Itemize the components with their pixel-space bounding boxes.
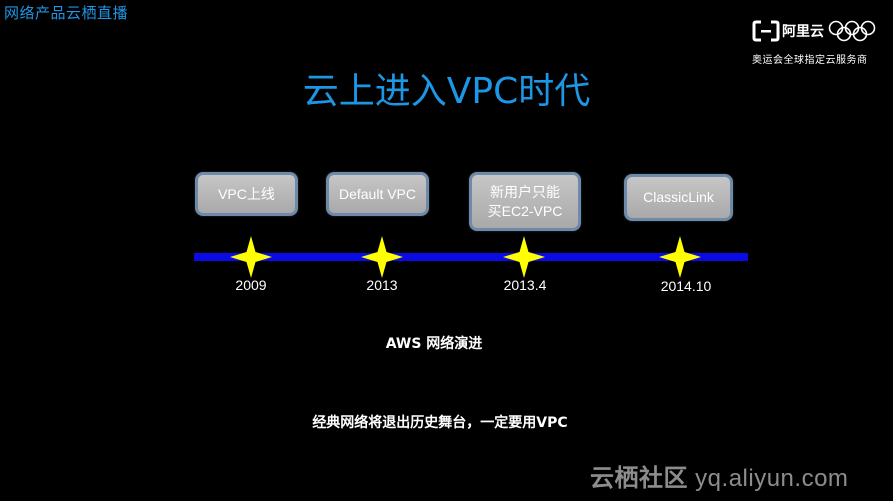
year-label: 2013: [366, 277, 398, 293]
aliyun-logo-icon: [752, 20, 780, 42]
milestone-box-ec2-vpc: 新用户只能买EC2-VPC: [469, 172, 581, 231]
watermark: 云栖社区 yq.aliyun.com: [590, 458, 848, 493]
milestone-box-default-vpc: Default VPC: [326, 172, 429, 216]
year-label: 2014.10: [660, 278, 712, 294]
milestone-label: ClassicLink: [643, 189, 714, 205]
star-marker: [659, 236, 701, 278]
caption-aws-evolution: AWS 网络演进: [385, 336, 483, 352]
year-label: 2009: [235, 277, 267, 293]
brand-name: 阿里云: [782, 24, 824, 40]
brand-subtitle: 奥运会全球指定云服务商: [752, 55, 868, 66]
timeline-line: [194, 253, 748, 261]
year-label: 2013.4: [503, 277, 547, 293]
channel-label: 网络产品云栖直播: [4, 4, 129, 22]
milestone-label: VPC上线: [218, 185, 275, 202]
milestone-label: 新用户只能买EC2-VPC: [487, 183, 563, 219]
brand-row: 阿里云: [752, 16, 882, 46]
watermark-cn: 云栖社区: [590, 464, 688, 492]
milestone-box-classiclink: ClassicLink: [624, 174, 733, 221]
milestone-box-vpc-launch: VPC上线: [195, 172, 298, 216]
star-marker: [361, 236, 403, 278]
star-marker: [503, 236, 545, 278]
star-marker: [230, 236, 272, 278]
slide-title: 云上进入VPC时代: [302, 71, 591, 112]
olympic-rings-icon: [828, 20, 876, 42]
milestone-label: Default VPC: [338, 185, 417, 202]
caption-conclusion: 经典网络将退出历史舞台，一定要用VPC: [312, 415, 568, 431]
watermark-url: yq.aliyun.com: [695, 465, 849, 492]
brand-block: 阿里云 奥运会全球指定云服务商: [752, 16, 882, 66]
